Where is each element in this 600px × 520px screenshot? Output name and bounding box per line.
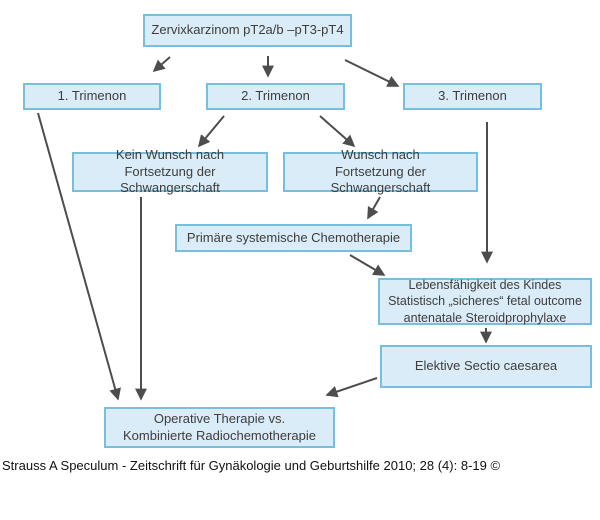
arrow-trimenon2-keinwunsch — [197, 115, 225, 148]
node-trimenon-2: 2. Trimenon — [206, 83, 345, 110]
arrow-root-trimenon3 — [344, 59, 400, 87]
node-trimenon-3: 3. Trimenon — [403, 83, 542, 110]
arrow-trimenon2-wunsch — [319, 115, 356, 148]
node-kein-wunsch-fortsetzung: Kein Wunsch nach Fortsetzung der Schwang… — [72, 147, 268, 195]
node-operative-therapie: Operative Therapie vs. Kombinierte Radio… — [104, 407, 335, 448]
source-caption: Strauss A Speculum - Zeitschrift für Gyn… — [2, 458, 501, 473]
node-lebensfaehigkeit-kindes: Lebensfähigkeit des Kindes Statistisch „… — [378, 278, 592, 325]
node-primaere-chemotherapie: Primäre systemische Chemotherapie — [175, 224, 412, 252]
node-wunsch-fortsetzung: Wunsch nach Fortsetzung der Schwangersch… — [283, 147, 478, 195]
node-trimenon-1: 1. Trimenon — [23, 83, 161, 110]
arrow-chemo-lebensfaehigkeit — [349, 254, 386, 276]
node-elektive-sectio: Elektive Sectio caesarea — [380, 345, 592, 388]
arrow-root-trimenon1 — [152, 56, 171, 73]
arrow-wunsch-chemo — [367, 196, 381, 220]
node-zervixkarzinom: Zervixkarzinom pT2a/b –pT3-pT4 — [143, 14, 352, 47]
arrow-sectio-operative — [325, 377, 378, 398]
